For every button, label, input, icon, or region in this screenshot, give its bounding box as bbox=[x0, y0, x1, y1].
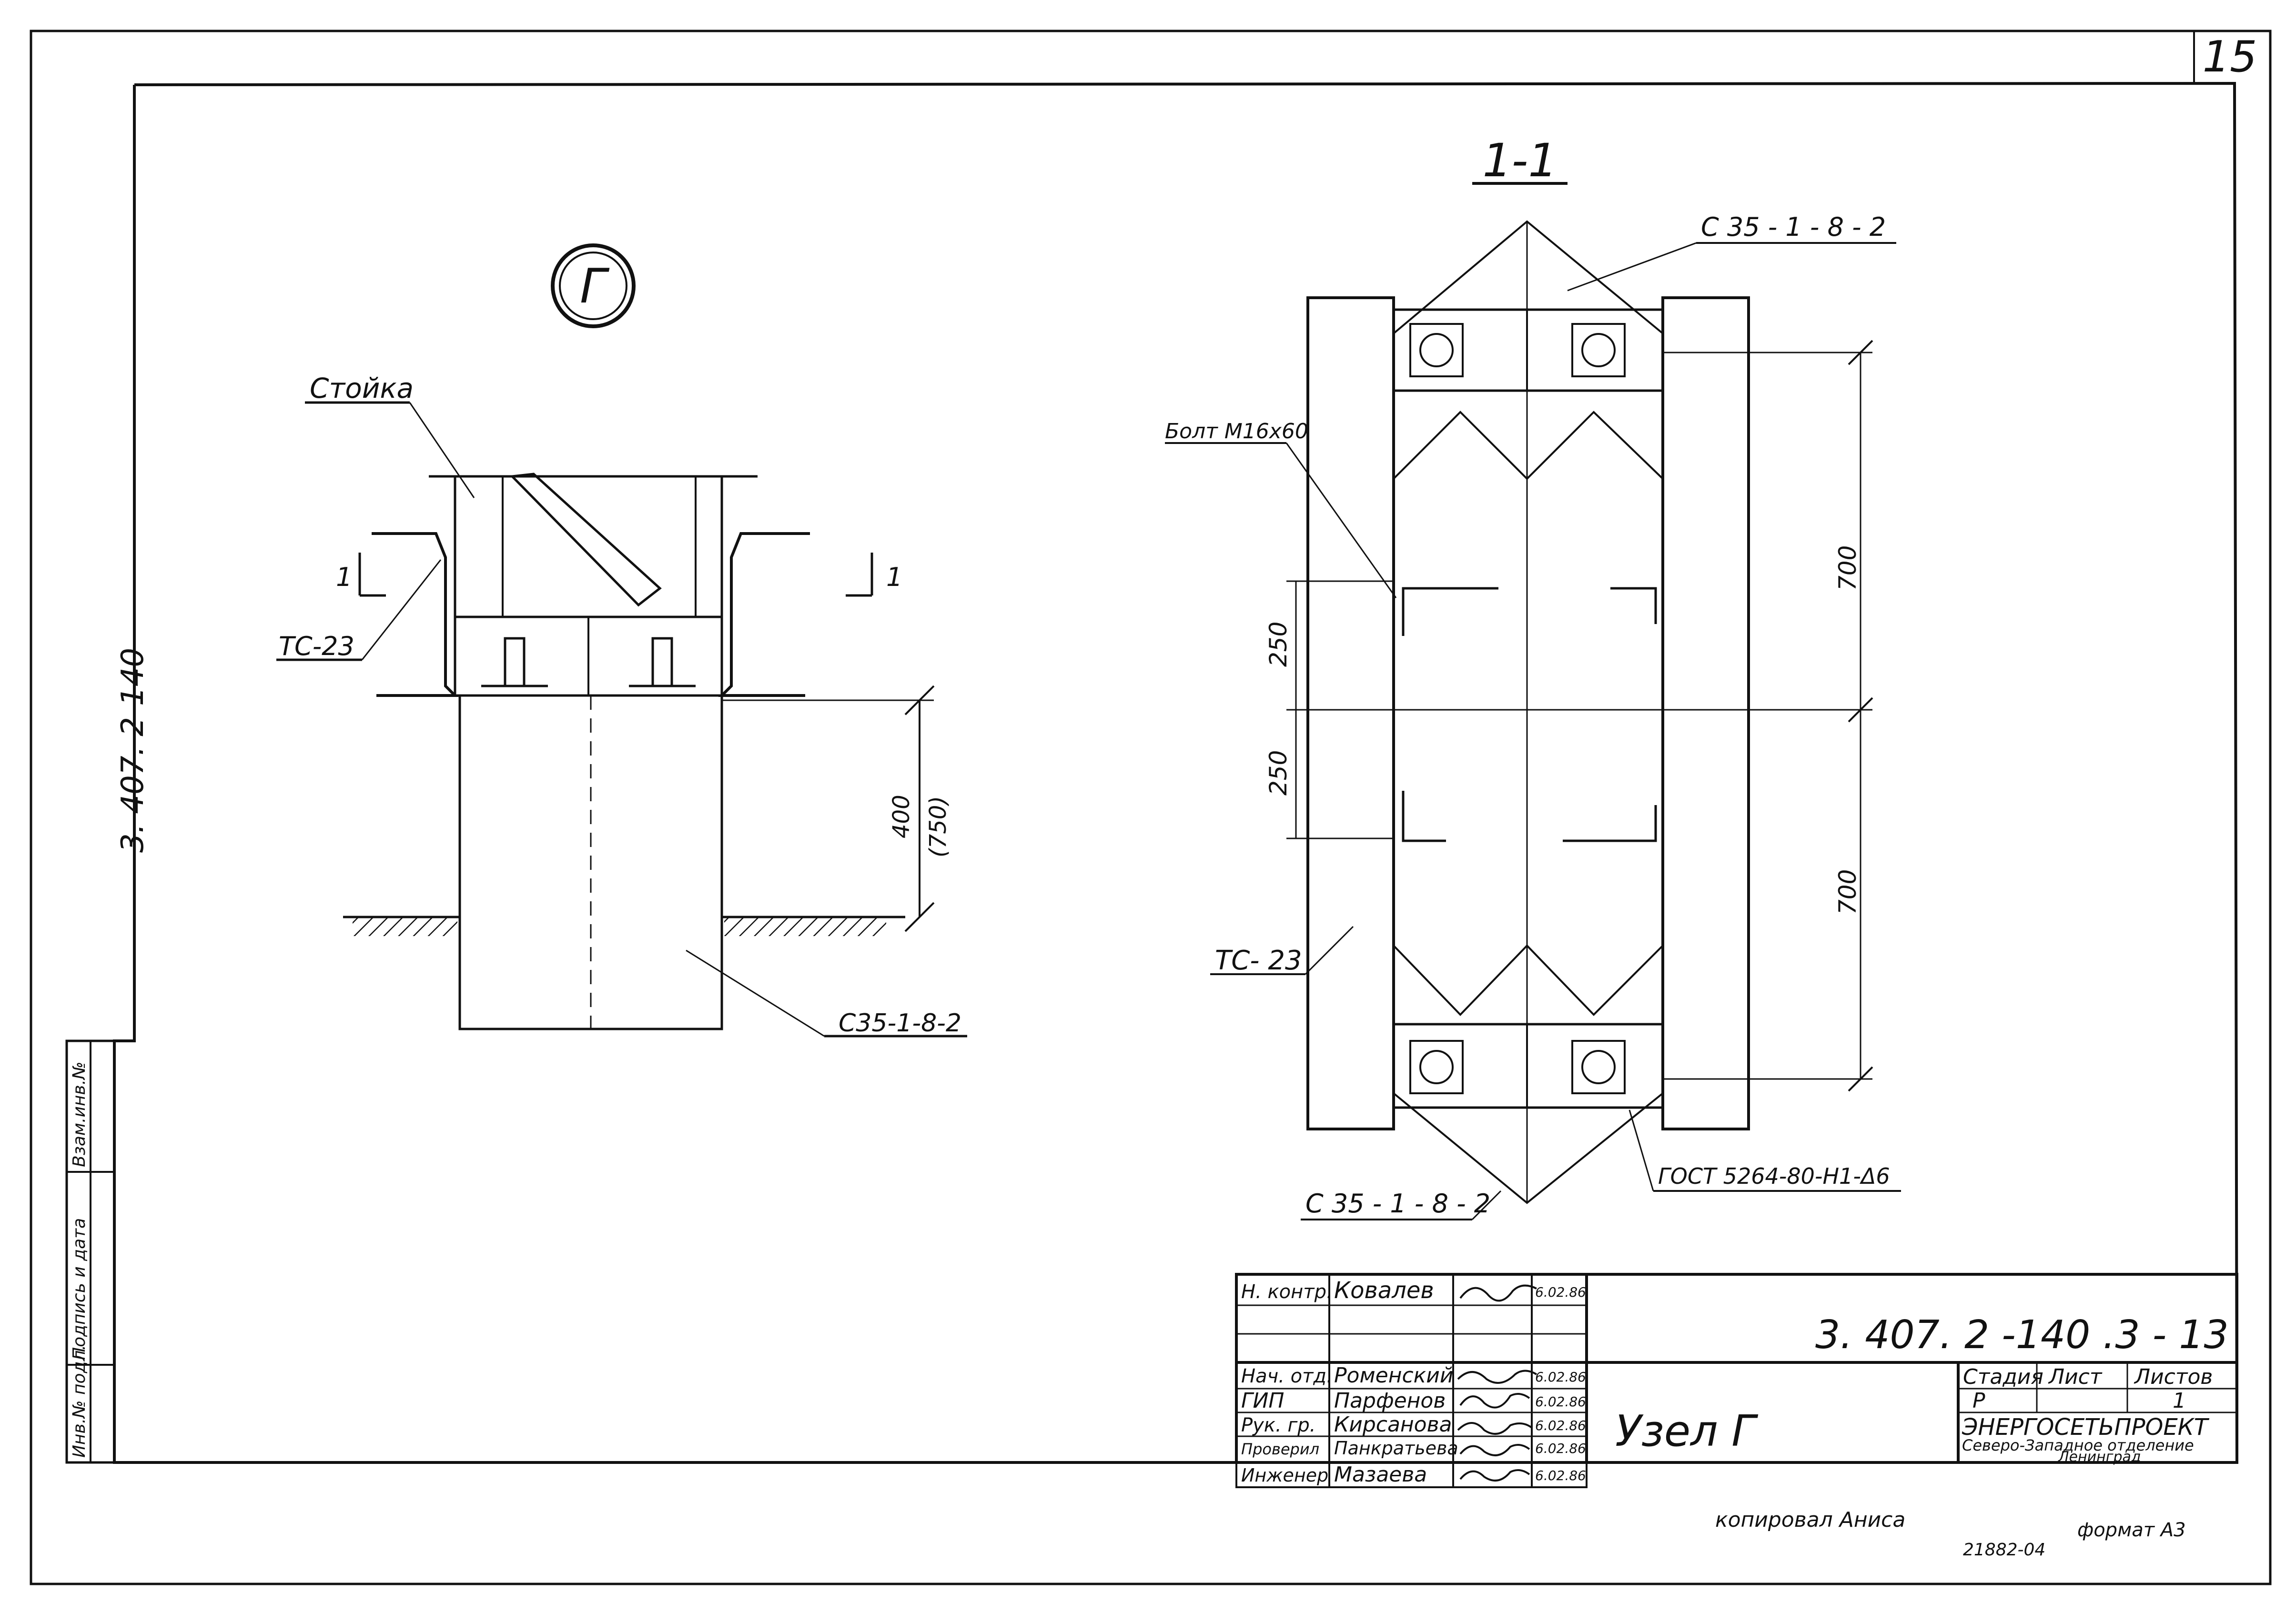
org-branch: Северо-Западное отделение bbox=[1962, 1436, 2194, 1454]
drawing-title: Узел Г bbox=[1615, 1406, 1759, 1456]
signature-scribbles bbox=[1457, 1284, 1537, 1482]
row-name: Панкратьева bbox=[1334, 1438, 1458, 1459]
signature-row-last: Инженер Мазаева 6.02.86 bbox=[1235, 1462, 1588, 1488]
doc-code-vertical: 3. 407. 2-140 bbox=[115, 648, 151, 853]
dim-250-a: 250 bbox=[1264, 622, 1292, 667]
section-label-bottom: С 35 - 1 - 8 - 2 bbox=[1305, 1189, 1490, 1219]
copied-by: копировал Аниса bbox=[1715, 1508, 1905, 1532]
row-role: Н. контр. bbox=[1241, 1281, 1333, 1303]
inv-no-label: Инв.№ подл. bbox=[70, 1345, 89, 1458]
row-role: Инженер bbox=[1241, 1465, 1328, 1486]
outer-frame bbox=[30, 30, 2272, 1585]
sheets-header: Листов bbox=[2134, 1365, 2213, 1389]
bolt-label: Болт М16х60 bbox=[1165, 419, 1308, 444]
section-view bbox=[1165, 182, 1901, 1220]
pile-label: С35-1-8-2 bbox=[839, 1009, 961, 1038]
org-city: Ленинград bbox=[2058, 1449, 2141, 1465]
cut-mark-left: 1 bbox=[336, 562, 352, 592]
row-role: ГИП bbox=[1241, 1389, 1285, 1413]
row-date: 6.02.86 bbox=[1535, 1468, 1586, 1483]
dim-700-a: 700 bbox=[1834, 545, 1861, 591]
depth-dimension: 400 bbox=[888, 795, 915, 838]
row-role: Нач. отд. bbox=[1241, 1365, 1333, 1387]
section-tc-label: ТС- 23 bbox=[1215, 945, 1302, 976]
section-title: 1-1 bbox=[1483, 134, 1558, 187]
row-role: Рук. гр. bbox=[1241, 1414, 1316, 1436]
row-name: Парфенов bbox=[1334, 1389, 1446, 1413]
doc-number: 3. 407. 2 -140 .3 - 13 bbox=[1815, 1312, 2229, 1358]
row-role: Проверил bbox=[1241, 1440, 1319, 1458]
stage-value: Р bbox=[1972, 1389, 1985, 1413]
row-name: Кирсанова bbox=[1334, 1412, 1452, 1437]
node-view bbox=[276, 243, 967, 1038]
row-date: 6.02.86 bbox=[1535, 1369, 1586, 1385]
stage-header: Стадия bbox=[1963, 1365, 2043, 1389]
row-date: 6.02.86 bbox=[1535, 1284, 1586, 1300]
row-name: Ковалев bbox=[1334, 1277, 1434, 1304]
format-label: формат А3 bbox=[2077, 1519, 2186, 1541]
row-name: Роменский bbox=[1334, 1363, 1453, 1388]
page-number: 15 bbox=[2203, 32, 2257, 82]
cut-mark-right: 1 bbox=[886, 562, 902, 592]
left-strip: Инв.№ подл. Подпись и дата Взам.инв.№ bbox=[65, 1039, 116, 1464]
dim-250-b: 250 bbox=[1264, 750, 1292, 796]
row-date: 6.02.86 bbox=[1535, 1418, 1586, 1433]
sheet-header: Лист bbox=[2048, 1365, 2103, 1389]
signature-rows: Н. контр. Ковалев 6.02.86 Нач. отд. Роме… bbox=[1241, 1277, 1586, 1459]
inner-frame bbox=[113, 81, 2239, 1464]
node-marker: Г bbox=[580, 258, 610, 314]
row-date: 6.02.86 bbox=[1535, 1394, 1586, 1410]
sign-date-label: Подпись и дата bbox=[70, 1218, 89, 1360]
order-number: 21882-04 bbox=[1963, 1540, 2045, 1560]
depth-dimension-alt: (750) bbox=[925, 796, 951, 857]
post-label: Стойка bbox=[310, 372, 414, 404]
section-label-top: С 35 - 1 - 8 - 2 bbox=[1701, 212, 1886, 242]
tc-label-left: ТС-23 bbox=[279, 631, 354, 661]
replace-inv-label: Взам.инв.№ bbox=[70, 1061, 89, 1167]
gost-label: ГОСТ 5264-80-Н1-Δ6 bbox=[1658, 1163, 1890, 1189]
row-name: Мазаева bbox=[1334, 1462, 1427, 1487]
row-date: 6.02.86 bbox=[1535, 1441, 1586, 1456]
org-name: ЭНЕРГОСЕТЬПРОЕКТ bbox=[1962, 1414, 2210, 1441]
sheets-value: 1 bbox=[2173, 1389, 2186, 1413]
title-block bbox=[1235, 1273, 2238, 1464]
dim-700-b: 700 bbox=[1834, 869, 1861, 915]
node-marker-circle bbox=[551, 243, 636, 328]
